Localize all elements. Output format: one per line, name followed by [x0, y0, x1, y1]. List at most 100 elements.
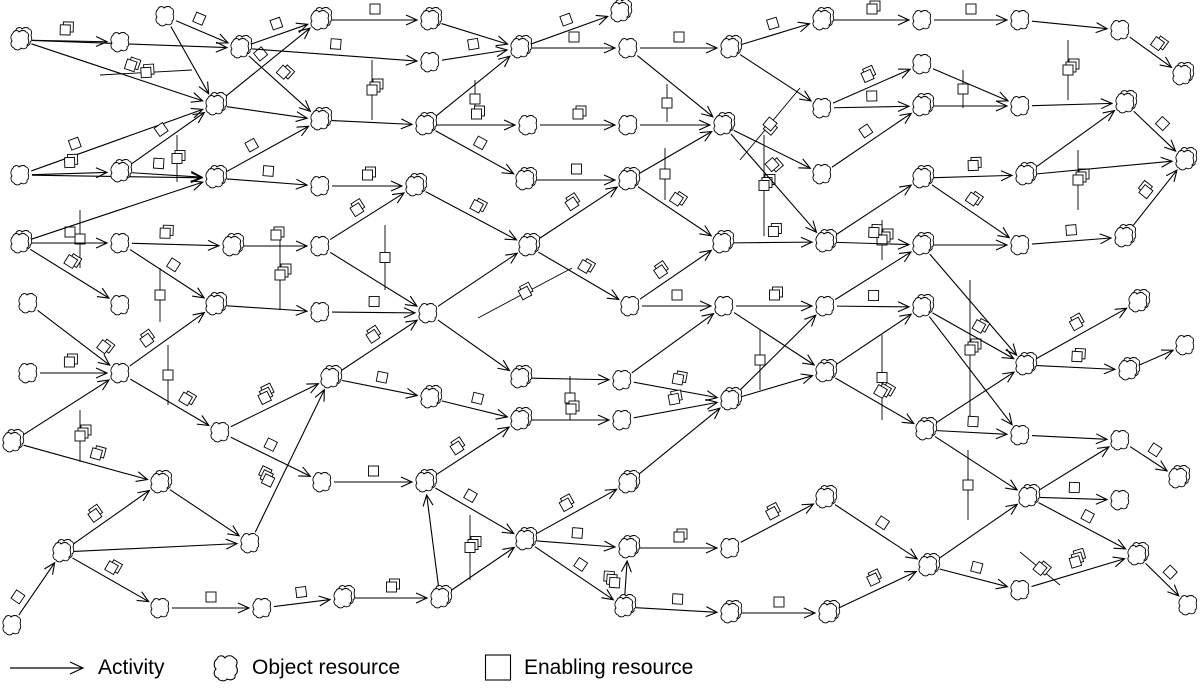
object-resource-icon	[205, 165, 228, 189]
activity-arrow	[733, 312, 816, 366]
enabling-resource-icon	[104, 559, 124, 576]
activity-arrow	[531, 374, 611, 386]
activity-arrow	[835, 377, 915, 425]
activity-arrow	[1129, 35, 1173, 69]
object-resource-icon	[912, 232, 935, 256]
activity-arrow	[441, 23, 509, 47]
enabling-resource-icon	[463, 488, 478, 504]
activity-arrow	[131, 157, 204, 182]
enabling-resource-icon	[349, 198, 366, 218]
activity-arrow	[1145, 563, 1180, 597]
object-resource-icon	[720, 35, 743, 59]
enabling-resource-icon	[876, 372, 888, 383]
activity-arrow	[32, 226, 109, 249]
activity-arrow	[329, 251, 419, 307]
enabling-resource-icon	[152, 157, 165, 170]
object-resource-icon	[52, 539, 75, 563]
activity-arrow	[1035, 307, 1128, 360]
activity-arrow	[534, 546, 615, 601]
object-resource-icon	[150, 598, 170, 619]
activity-arrow	[531, 12, 610, 45]
enabling-resource-icon	[67, 136, 82, 151]
object-resource-icon	[2, 429, 25, 453]
enabling-resource-icon	[96, 338, 116, 355]
activity-arrow	[642, 289, 713, 312]
enabling-resource-icon	[967, 156, 982, 172]
object-resource-icon	[815, 229, 838, 253]
activity-arrow	[639, 249, 713, 300]
legend-object-resource-label: Object resource	[252, 656, 401, 679]
activity-arrow	[1031, 224, 1113, 245]
activity-arrow	[37, 309, 116, 366]
object-resource-icon	[333, 585, 356, 609]
enabling-link	[366, 60, 384, 120]
activity-arrow	[1038, 502, 1127, 550]
activity-arrow	[730, 133, 818, 234]
activity-arrow	[740, 501, 815, 543]
object-resource-icon	[418, 303, 438, 324]
object-resource-icon	[1010, 580, 1030, 601]
enabling-resource-icon	[244, 137, 260, 153]
enabling-resource-icon	[673, 528, 688, 543]
enabling-resource-icon	[139, 328, 156, 348]
activity-arrow	[635, 593, 719, 618]
activity-arrow	[129, 111, 206, 166]
activity-arrow	[638, 130, 713, 175]
enabling-link	[962, 450, 974, 520]
activity-arrow	[831, 112, 913, 168]
legend-activity: Activity	[8, 648, 165, 688]
object-resource-icon	[10, 165, 30, 186]
enabling-link	[659, 148, 671, 200]
enabling-resource-icon	[178, 390, 198, 407]
enabling-resource-icon	[671, 289, 683, 301]
enabling-resource-icon	[368, 465, 379, 477]
activity-arrow	[733, 129, 812, 169]
enabling-resource-icon	[866, 0, 881, 15]
activity-arrow	[29, 248, 111, 299]
object-resource-icon	[620, 296, 640, 317]
activity-arrow	[1034, 109, 1116, 169]
activity-arrow	[540, 105, 617, 131]
activity-arrow	[226, 165, 309, 190]
activity-arrow	[244, 226, 309, 252]
activity-arrow	[341, 370, 419, 399]
object-resource-icon	[310, 302, 330, 323]
object-resource-icon	[110, 159, 133, 183]
activity-arrow	[834, 504, 919, 560]
activity-arrow	[537, 186, 619, 240]
object-resource-icon	[720, 600, 743, 624]
object-resource-icon	[1115, 90, 1138, 114]
enabling-resource-icon	[653, 259, 669, 280]
enabling-resource-icon	[257, 382, 275, 406]
object-resource-icon	[1015, 352, 1038, 376]
activity-arrow	[1138, 349, 1175, 366]
enabling-resource-icon	[362, 166, 376, 181]
enabling-resource-icon	[967, 415, 979, 428]
enabling-resource-icon	[159, 224, 174, 239]
activity-arrow	[1037, 446, 1111, 492]
object-resource-icon	[1018, 484, 1041, 508]
enabling-link	[876, 220, 894, 260]
object-resource-icon	[618, 535, 641, 559]
enabling-resource-icon	[252, 46, 269, 62]
enabling-link	[154, 268, 166, 322]
object-resource-icon	[110, 233, 130, 254]
object-resource-icon	[510, 35, 533, 59]
enabling-resource-icon	[868, 289, 880, 302]
activity-arrow	[10, 561, 56, 616]
enabling-link	[379, 225, 391, 290]
object-resource-icon	[612, 410, 632, 431]
enabling-resource-icon	[295, 586, 308, 599]
enabling-resource-icon	[469, 93, 481, 105]
enabling-resource-icon	[860, 64, 877, 84]
enabling-resource-icon	[1062, 58, 1080, 76]
enabling-resource-icon	[386, 578, 400, 593]
activity-arrow	[1129, 442, 1169, 472]
activity-arrow	[334, 465, 414, 488]
object-resource-icon	[1168, 465, 1191, 489]
enabling-link	[754, 330, 766, 390]
activity-arrow	[72, 557, 150, 603]
activity-arrow	[931, 184, 1011, 239]
object-resource-icon	[420, 385, 443, 409]
enabling-resource-icon	[517, 281, 534, 301]
